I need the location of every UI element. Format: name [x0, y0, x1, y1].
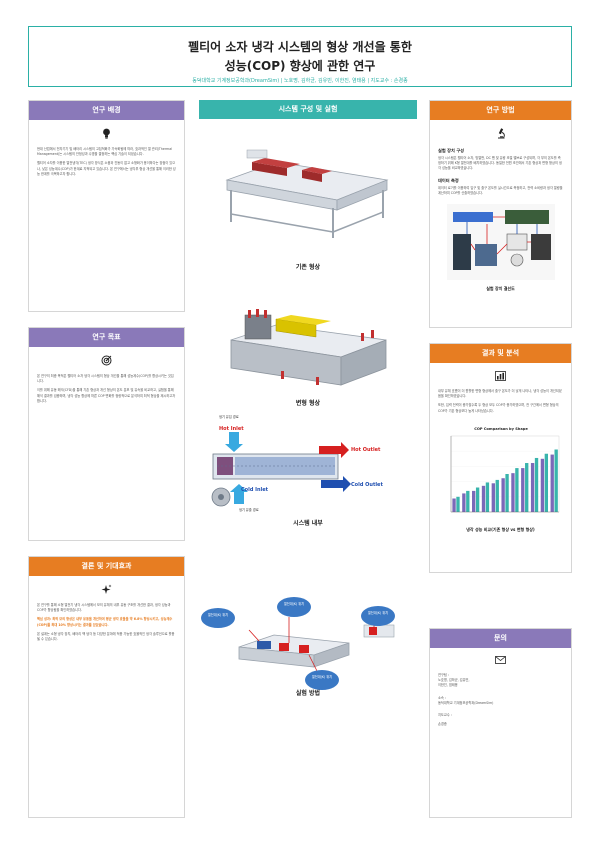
caption-existing-shape: 기존 형상	[295, 264, 321, 271]
chart-bar	[534, 457, 538, 512]
chart-bar	[553, 449, 558, 512]
contact-team-value2: 이한진, 염태용	[438, 683, 458, 688]
goals-para1: 본 연구의 최종 목적은 펠티어 소자 냉각 시스템의 형상 개선을 통해 성능…	[37, 374, 174, 384]
method-diagram-caption: 실험 장치 결선도	[486, 286, 515, 292]
internal-schematic: 냉기 유입 경로 Hot Inlet Hot Outlet Cold Outle…	[199, 412, 417, 517]
chart-bar	[481, 485, 485, 512]
chart-bar	[455, 496, 460, 512]
sparkle-icon	[29, 584, 184, 598]
method-heading: 연구 방법	[430, 101, 571, 120]
chart-bar	[544, 453, 548, 512]
caption-internal-system: 시스템 내부	[293, 520, 323, 527]
chart-bar	[520, 467, 524, 512]
contact-advisor-value: 손경종	[438, 722, 447, 727]
thermocouple-bubble-center: 열전대(K) 위치	[277, 597, 311, 617]
chart-bar	[500, 478, 505, 512]
method-sub-data: 데이터 측정	[438, 177, 459, 183]
poster-title-line1: 펠티어 소자 냉각 시스템의 형상 개선을 통한	[188, 40, 412, 54]
label-hot-outlet: Hot Outlet	[351, 447, 381, 453]
results-panel: 결과 및 분석 내부 유체 흐름이 더 원활한 변형 형상에서 출구 온도가 더…	[429, 343, 572, 573]
contact-affiliation-label: 소속 :	[438, 695, 446, 700]
existing-shape-illustration	[225, 149, 389, 238]
method-panel: 연구 방법 실험 장치 구성 냉각 시스템은 펠티어 소자, 방열판, DC 팬…	[429, 100, 572, 328]
chart-bar	[550, 454, 554, 512]
improved-shape-illustration	[230, 309, 387, 386]
results-para1: 내부 유체 흐름이 더 원활한 변형 형상에서 출구 온도가 더 낮게 나타나,…	[438, 389, 562, 399]
thermocouple-bubble-right: 열전대(K) 위치	[361, 606, 395, 626]
chart-bar	[461, 493, 466, 512]
goals-para2: 이를 위해 유동 해석(CFD)을 통해 기존 형상과 개선 형상의 온도 분포…	[37, 388, 176, 403]
thermocouple-bubble-left: 열전대(K) 위치	[201, 608, 235, 628]
chart-bar	[504, 473, 509, 512]
chart-bar	[524, 462, 528, 512]
results-para2: 또한, 입력 전력이 증가할수록 두 형상 모두 COP가 증가하였으며, 전 …	[438, 403, 559, 413]
mail-icon	[430, 656, 571, 667]
background-para2: 펠티어 소자를 이용한 열전냉각(TEC) 냉각 방식은 소음과 진동이 없고 …	[37, 161, 176, 176]
background-para1: 현대 산업에서 전자기기 및 배터리 시스템의 고집적화가 가속화됨에 따라, …	[37, 147, 173, 157]
chart-bar	[540, 458, 544, 512]
poster-header: 펠티어 소자 냉각 시스템의 형상 개선을 통한 성능(COP) 향상에 관한 …	[28, 26, 572, 87]
contact-team-label: 연구팀 :	[438, 673, 449, 677]
label-inflow-path: 냉기 유입 경로	[219, 415, 239, 419]
fan-illustration	[211, 487, 231, 507]
chart-bar	[451, 498, 456, 512]
chart-title: COP Comparison by Shape	[474, 427, 528, 431]
conclusion-para1: 본 연구를 통해 소형 열전기 냉각 시스템에서 모의 유체의 내부 유동 구조…	[37, 603, 171, 613]
chart-bar	[495, 479, 499, 512]
method-sub-setup: 실험 장치 구성	[438, 148, 465, 153]
background-panel: 연구 배경 현대 산업에서 전자기기 및 배터리 시스템의 고집적화가 가속화됨…	[28, 100, 185, 312]
conclusion-highlight: 핵심 성과: 최적 모의 형상은 내부 유동을 개선하여 평균 냉각 효율을 약…	[37, 617, 173, 627]
method-para2: 데이터 로거를 이용하여 입구 및 출구 온도를 실시간으로 측정하고, 전력 …	[438, 185, 563, 195]
microscope-icon	[430, 128, 571, 142]
conclusion-heading: 결론 및 기대효과	[29, 557, 184, 576]
label-cold-inlet: Cold Inlet	[241, 487, 269, 493]
chart-icon	[430, 371, 571, 384]
chart-bar	[510, 472, 515, 512]
chart-bar	[465, 490, 469, 512]
results-chart-caption: 냉각 성능 비교(기존 형상 vs 변형 형상)	[466, 526, 535, 532]
caption-experiment-method: 실험 방법	[295, 690, 321, 697]
target-icon	[29, 355, 184, 369]
poster-authors: 동덕대학교 기계정보공학과(DreamSim) | 노호명, 김하균, 김유빈,…	[192, 78, 408, 84]
system-heading: 시스템 구성 및 실험	[199, 100, 417, 119]
background-heading: 연구 배경	[29, 101, 184, 120]
cop-comparison-chart: COP Comparison by Shape	[450, 427, 559, 513]
lightbulb-icon	[29, 128, 184, 142]
label-cold-outlet: Cold Outlet	[351, 482, 383, 488]
chart-bar	[485, 482, 489, 512]
label-hot-inlet: Hot Inlet	[219, 426, 244, 432]
contact-advisor-label: 지도교수 :	[438, 713, 452, 718]
chart-bar	[475, 487, 479, 512]
poster-title-line2: 성능(COP) 향상에 관한 연구	[224, 59, 376, 73]
conclusion-panel: 결론 및 기대효과 본 연구를 통해 소형 열전기 냉각 시스템에서 모의 유체…	[28, 556, 185, 818]
system-panel: 시스템 구성 및 실험 기존 형상 변형 형상 냉기 유입 경로 Hot Inl…	[199, 100, 417, 818]
contact-heading: 문의	[430, 629, 571, 648]
label-outflow-path: 냉기 유출 경로	[239, 508, 259, 512]
chart-bar	[530, 462, 534, 512]
contact-team-value: 노호명, 김하균, 김유빈,	[438, 678, 470, 683]
chart-bar	[514, 467, 519, 512]
thermocouple-bubble-bottom: 열전대(K) 위치	[305, 670, 339, 690]
goals-panel: 연구 목표 본 연구의 최종 목적은 펠티어 소자 냉각 시스템의 형상 개선을…	[28, 327, 185, 541]
contact-affiliation-value: 동덕대학교 기계정보공학과(DreamSim)	[438, 700, 494, 705]
results-heading: 결과 및 분석	[430, 344, 571, 363]
contact-panel: 문의 연구팀 : 노호명, 김하균, 김유빈, 이한진, 염태용 소속 : 동덕…	[429, 628, 572, 818]
experiment-method-illustration	[238, 617, 395, 676]
conclusion-para2: 본 설계는 소형 냉각 장치, 배터리 팩 냉각 등 다양한 분야에 적용 가능…	[37, 631, 175, 642]
caption-improved-shape: 변형 형상	[295, 400, 321, 407]
goals-heading: 연구 목표	[29, 328, 184, 347]
wiring-diagram	[446, 204, 555, 281]
chart-bar	[471, 490, 475, 512]
method-para1: 냉각 시스템은 펠티어 소자, 방열판, DC 팬 및 유량 조절 밸브로 구성…	[438, 156, 562, 171]
chart-bar	[491, 483, 495, 512]
